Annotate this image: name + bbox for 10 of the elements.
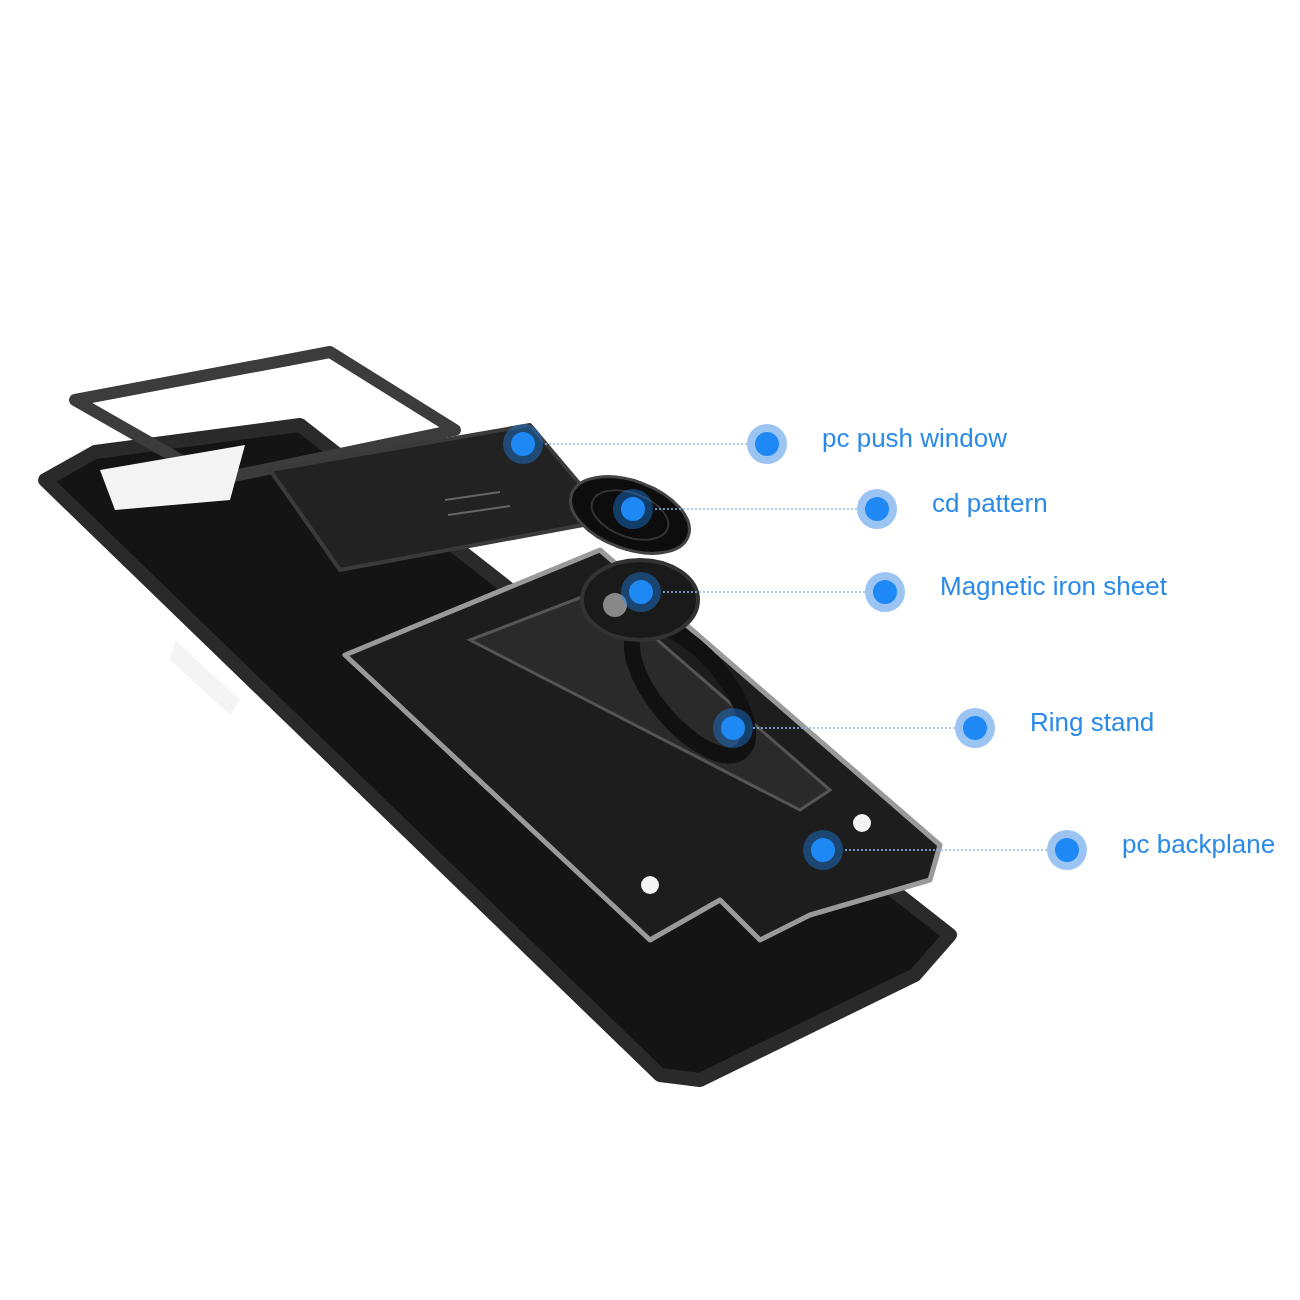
callout-label: pc push window: [822, 423, 1007, 453]
leader-line: [542, 443, 748, 445]
leader-line: [660, 591, 866, 593]
callout-label: cd pattern: [932, 488, 1048, 518]
leader-line: [842, 849, 1048, 851]
leader-line: [752, 727, 956, 729]
callout-label: Ring stand: [1030, 707, 1155, 737]
callout-label: pc backplane: [1122, 829, 1276, 859]
callout-label: Magnetic iron sheet: [940, 571, 1167, 601]
leader-line: [652, 508, 858, 510]
